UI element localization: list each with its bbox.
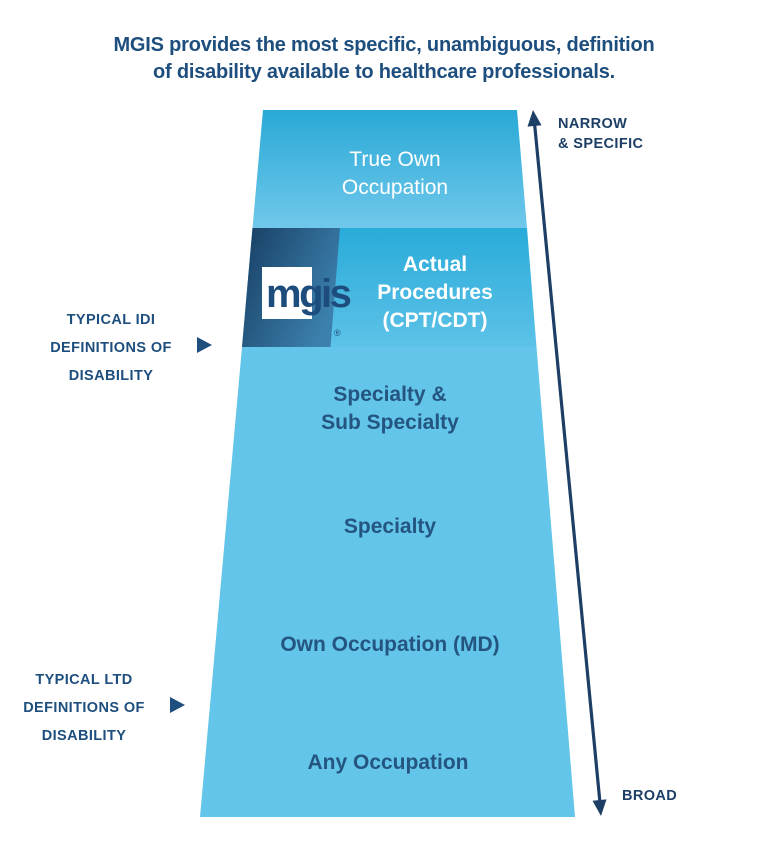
mgis-logo-registered-mark: ® xyxy=(334,328,341,338)
ltd-line2: DEFINITIONS OF xyxy=(23,700,145,716)
level-actual-line2: Procedures xyxy=(377,281,493,304)
narrow-line2: & SPECIFIC xyxy=(558,136,644,152)
level-specialty: Specialty xyxy=(343,515,437,538)
narrow-line1: NARROW xyxy=(558,116,628,132)
idi-line2: DEFINITIONS OF xyxy=(50,340,172,356)
ltd-pointer-arrow-icon xyxy=(170,697,185,713)
narrow-broad-axis-arrow-icon xyxy=(527,110,607,816)
level-actual-line1: Actual xyxy=(402,253,468,276)
axis-label-narrow-specific: NARROW & SPECIFIC xyxy=(558,114,643,154)
level-specialty-sub-line2: Sub Specialty xyxy=(321,411,459,434)
funnel-band-true-own-occupation xyxy=(252,110,527,228)
axis-label-broad: BROAD xyxy=(622,788,678,804)
typical-idi-annotation: TYPICAL IDI DEFINITIONS OF DISABILITY xyxy=(36,306,186,390)
typical-ltd-annotation: TYPICAL LTD DEFINITIONS OF DISABILITY xyxy=(9,666,159,750)
funnel-band-lower-body xyxy=(200,347,575,817)
mgis-logo-wordmark: mgis xyxy=(266,272,352,316)
idi-pointer-arrow-icon xyxy=(197,337,212,353)
ltd-line3: DISABILITY xyxy=(41,728,127,744)
page-title-line1: MGIS provides the most specific, unambig… xyxy=(113,34,655,56)
level-actual-procedures: Actual Procedures (CPT/CDT) xyxy=(285,251,585,335)
level-any-occupation: Any Occupation xyxy=(307,751,469,774)
level-true-own-line1: True Own xyxy=(349,148,441,171)
idi-line1: TYPICAL IDI xyxy=(66,312,156,328)
level-own-occupation-md: Own Occupation (MD) xyxy=(280,633,500,656)
level-true-own-occupation: True Own Occupation xyxy=(245,146,545,202)
ltd-line1: TYPICAL LTD xyxy=(35,672,133,688)
page-title: MGIS provides the most specific, unambig… xyxy=(0,32,768,86)
page-title-line2: of disability available to healthcare pr… xyxy=(153,61,615,83)
level-true-own-line2: Occupation xyxy=(341,176,449,199)
mgis-logo xyxy=(262,267,312,319)
idi-line3: DISABILITY xyxy=(68,368,154,384)
level-specialty-sub-line1: Specialty & xyxy=(333,383,447,406)
level-actual-line3: (CPT/CDT) xyxy=(382,309,488,332)
level-specialty-sub-specialty: Specialty & Sub Specialty xyxy=(240,381,540,437)
